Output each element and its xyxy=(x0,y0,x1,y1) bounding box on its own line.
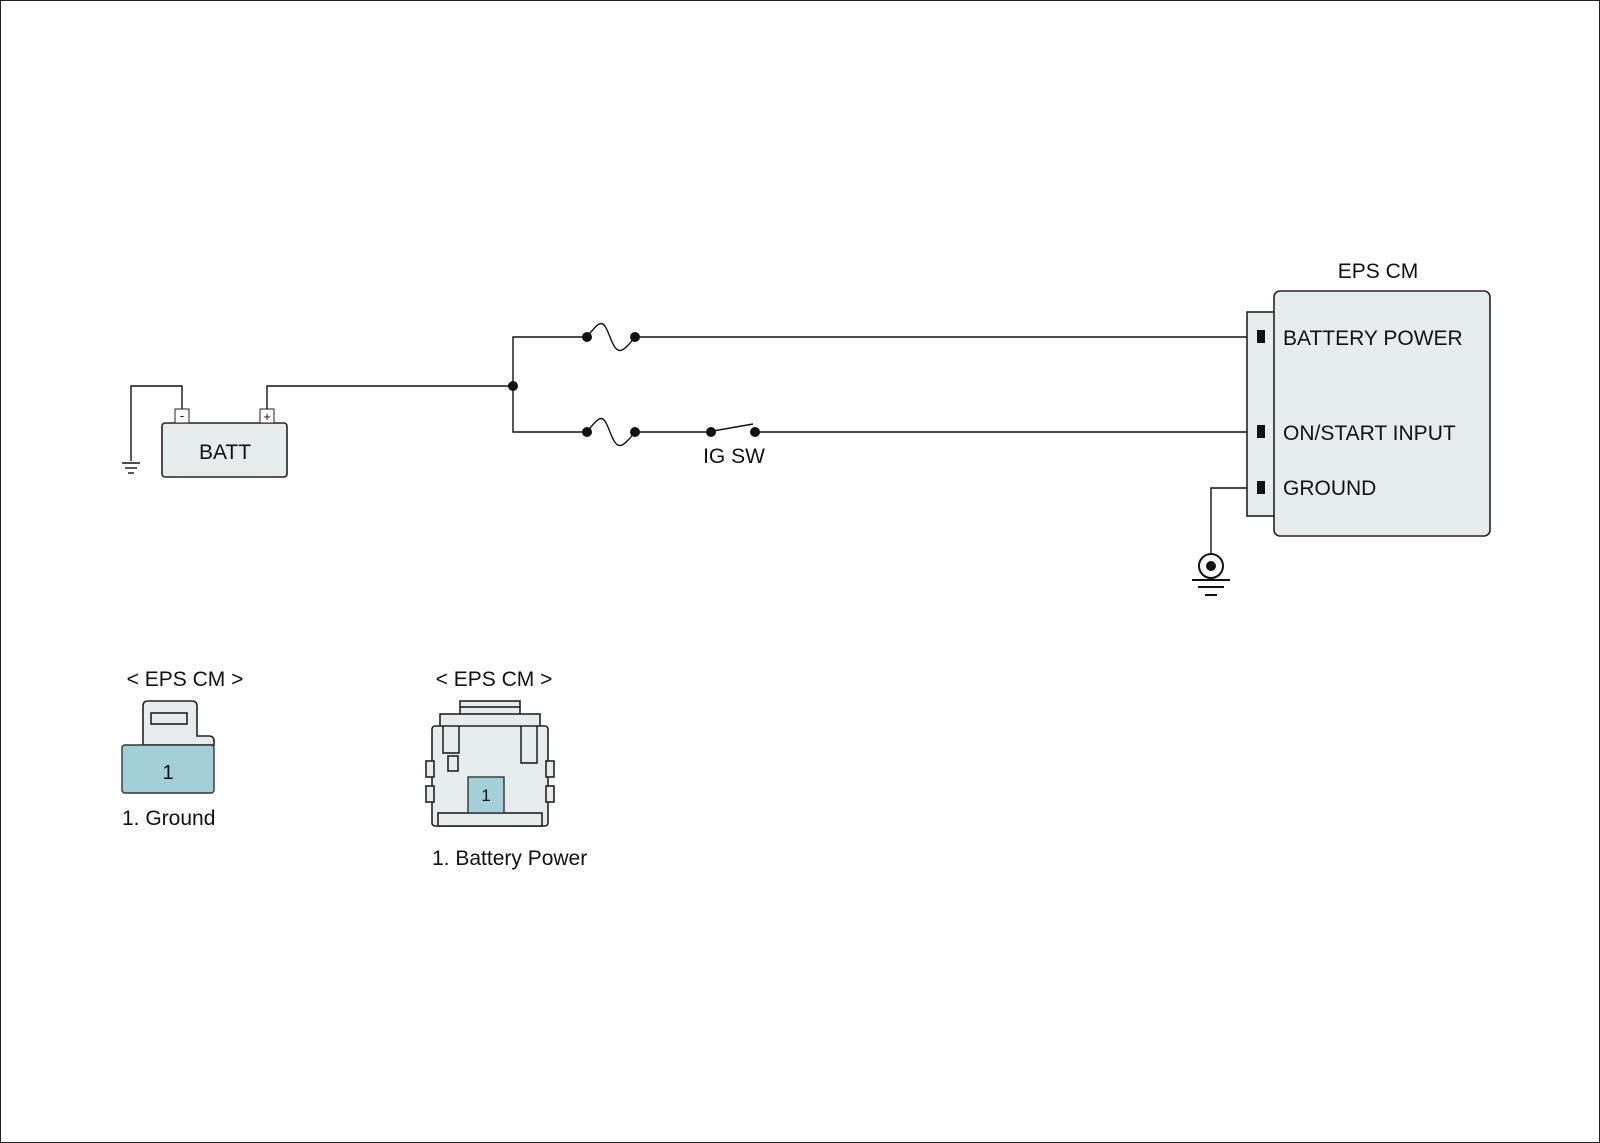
battery-negative-terminal xyxy=(174,408,190,424)
module-title: EPS CM xyxy=(1338,260,1419,283)
ignition-switch-contact-a xyxy=(706,427,716,437)
battery-positive-symbol: + xyxy=(263,409,271,424)
battery-body xyxy=(161,422,288,478)
pin-label-battery-power: BATTERY POWER xyxy=(1283,327,1463,350)
battery-positive-wire xyxy=(266,385,513,409)
connector-ground-pin-number: 1 xyxy=(162,762,173,784)
connector-battery-power-key xyxy=(447,755,459,772)
ignition-switch-label: IG SW xyxy=(703,445,765,468)
connector-ground-pin xyxy=(121,744,215,794)
connector-battery-power-pin-number: 1 xyxy=(481,786,490,805)
pin-label-on-start-input: ON/START INPUT xyxy=(1283,422,1456,445)
fuse-2 xyxy=(586,417,636,447)
pin-on-start-input xyxy=(1257,425,1265,438)
connector-ground-lock xyxy=(150,712,188,725)
module-body xyxy=(1273,290,1491,537)
connector-battery-power-caption: 1. Battery Power xyxy=(432,847,587,870)
connector-ground: < EPS CM > 1 1. Ground xyxy=(121,668,244,830)
battery-negative-symbol: - xyxy=(180,408,184,423)
connector-ground-title: < EPS CM > xyxy=(127,668,244,691)
eps-cm-module: EPS CM BATTERY POWER ON/START INPUT GROU… xyxy=(1246,260,1491,537)
module-ground-circuit xyxy=(1192,487,1253,596)
connector-battery-power: < EPS CM > 1 1. Battery Power xyxy=(425,668,587,870)
connector-ground-caption: 1. Ground xyxy=(122,807,215,830)
connector-battery-power-title: < EPS CM > xyxy=(436,668,553,691)
pin-label-ground: GROUND xyxy=(1283,477,1376,500)
fuse-1 xyxy=(586,322,636,352)
pin-battery-power xyxy=(1257,330,1265,343)
ignition-circuit: IG SW xyxy=(512,386,1253,468)
battery-ground-wire xyxy=(122,385,183,474)
battery-label: BATT xyxy=(199,441,251,464)
ignition-switch-blade xyxy=(712,423,754,432)
battery-power-circuit xyxy=(512,322,1253,386)
connector-battery-power-pin xyxy=(467,776,505,814)
battery: - + BATT xyxy=(161,408,288,478)
pin-ground xyxy=(1257,481,1265,494)
